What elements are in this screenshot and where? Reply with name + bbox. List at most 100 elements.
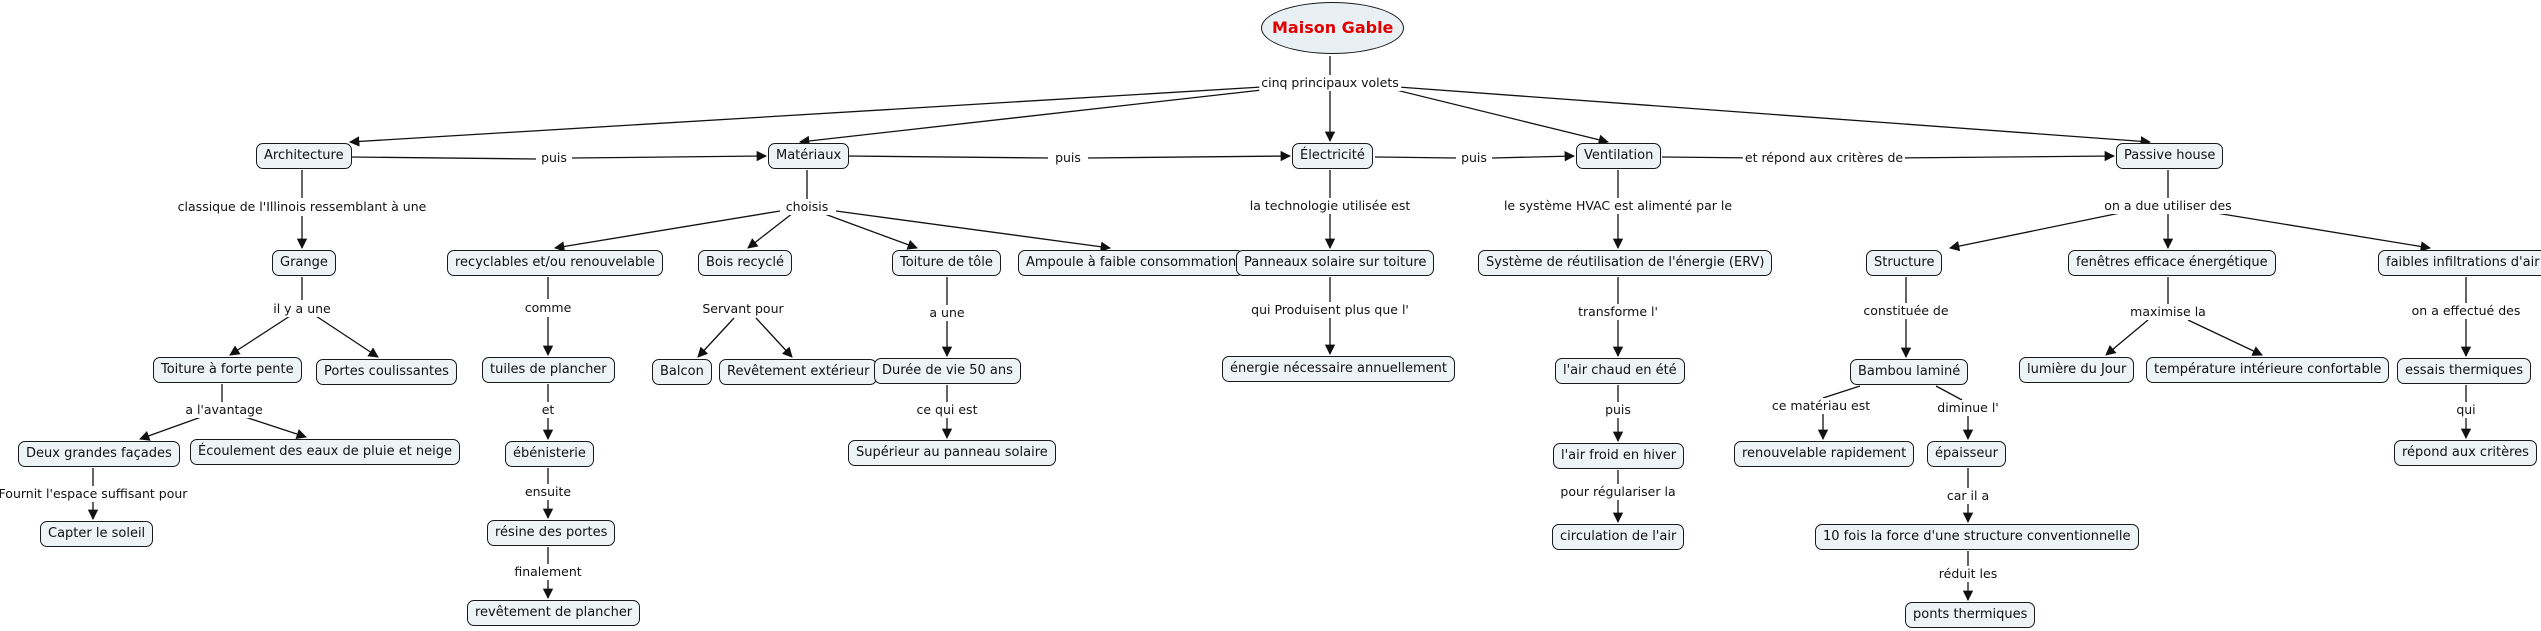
node-structure[interactable]: Structure bbox=[1866, 250, 1943, 276]
link-label-constituee: constituée de bbox=[1861, 303, 1951, 319]
link-label-materiau: ce matériau est bbox=[1769, 398, 1873, 414]
connector-arrow bbox=[139, 415, 205, 441]
connector-arrow bbox=[1887, 150, 2116, 162]
link-label-reduit: réduit les bbox=[1936, 566, 2000, 582]
link-label-cinq-volets: cinq principaux volets bbox=[1259, 75, 1401, 91]
node-ecoulement[interactable]: Écoulement des eaux de pluie et neige bbox=[190, 439, 461, 465]
link-label-finalement: finalement bbox=[512, 564, 584, 580]
connector-arrow bbox=[241, 415, 307, 440]
link-label-maximise: maximise la bbox=[2128, 304, 2208, 320]
link-label-criteres: et répond aux critères de bbox=[1742, 150, 1906, 166]
node-essais-thermiques[interactable]: essais thermiques bbox=[2397, 358, 2532, 384]
link-label-avantage: a l'avantage bbox=[183, 402, 265, 418]
link-label-choisis: choisis bbox=[783, 199, 831, 215]
connector-arrow bbox=[571, 150, 768, 162]
link-label-il-y-a: il y a une bbox=[271, 301, 333, 317]
link-label-a-du: on a due utiliser des bbox=[2102, 198, 2234, 214]
node-capter-soleil[interactable]: Capter le soleil bbox=[40, 521, 154, 547]
node-epaisseur[interactable]: épaisseur bbox=[1927, 441, 2006, 467]
node-ventilation[interactable]: Ventilation bbox=[1576, 143, 1662, 169]
link-label-puis: puis bbox=[1053, 150, 1083, 166]
node-revetement-plancher[interactable]: revêtement de plancher bbox=[467, 600, 641, 626]
connector-arrow bbox=[1397, 86, 2152, 147]
connector-arrow bbox=[747, 212, 794, 249]
node-air-froid[interactable]: l'air froid en hiver bbox=[1553, 443, 1685, 469]
link-label-puis: puis bbox=[539, 150, 569, 166]
node-panneaux-solaire[interactable]: Panneaux solaire sur toiture bbox=[1236, 250, 1435, 276]
link-label-car-il-a: car il a bbox=[1944, 488, 1992, 504]
link-label-ce-qui-est: ce qui est bbox=[914, 402, 980, 418]
connector-arrow bbox=[755, 317, 793, 358]
node-toiture-pente[interactable]: Toiture à forte pente bbox=[153, 357, 302, 383]
node-infiltrations[interactable]: faibles infiltrations d'air bbox=[2378, 250, 2541, 276]
node-superieur-panneau[interactable]: Supérieur au panneau solaire bbox=[848, 440, 1056, 466]
node-lumiere-jour[interactable]: lumière du Jour bbox=[2019, 357, 2135, 383]
link-label-puis: puis bbox=[1603, 402, 1633, 418]
connector-arrow bbox=[229, 315, 291, 356]
node-ebenisterie[interactable]: ébénisterie bbox=[505, 441, 594, 467]
connector-arrow bbox=[315, 315, 379, 358]
connector-line bbox=[846, 155, 1049, 159]
node-grange[interactable]: Grange bbox=[272, 250, 336, 276]
link-label-techno: la technologie utilisée est bbox=[1247, 198, 1413, 214]
connector-arrow bbox=[2105, 319, 2149, 356]
connector-line bbox=[1822, 385, 1861, 399]
connector-arrow bbox=[821, 212, 918, 250]
node-passive-house[interactable]: Passive house bbox=[2116, 143, 2224, 169]
connector-arrow bbox=[1491, 151, 1576, 162]
node-recyclables[interactable]: recyclables et/ou renouvelable bbox=[447, 250, 663, 276]
node-bambou-lamine[interactable]: Bambou laminé bbox=[1850, 359, 1969, 385]
connector-arrow bbox=[697, 317, 735, 358]
node-dix-fois-force[interactable]: 10 fois la force d'une structure convent… bbox=[1815, 524, 2139, 550]
node-resine-portes[interactable]: résine des portes bbox=[487, 520, 616, 546]
node-toiture-tole[interactable]: Toiture de tôle bbox=[892, 250, 1001, 276]
link-label-diminue: diminue l' bbox=[1935, 400, 2001, 416]
connector-arrow bbox=[2215, 212, 2432, 252]
node-renouvelable[interactable]: renouvelable rapidement bbox=[1734, 441, 1915, 467]
node-ponts-thermiques[interactable]: ponts thermiques bbox=[1905, 602, 2036, 628]
node-balcon[interactable]: Balcon bbox=[652, 359, 712, 385]
node-energie-annuelle[interactable]: énergie nécessaire annuellement bbox=[1222, 356, 1455, 382]
node-materiaux[interactable]: Matériaux bbox=[768, 143, 850, 169]
connector-line bbox=[1374, 156, 1457, 159]
connector-line bbox=[349, 156, 537, 160]
node-portes-coulissantes[interactable]: Portes coulissantes bbox=[316, 359, 457, 385]
node-temperature[interactable]: température intérieure confortable bbox=[2146, 357, 2390, 383]
link-label-fournit: Fournit l'espace suffisant pour bbox=[0, 486, 190, 502]
link-label-servant: Servant pour bbox=[700, 301, 786, 317]
link-label-classique: classique de l'Illinois ressemblant à un… bbox=[175, 199, 429, 215]
link-label-qui: qui bbox=[2454, 402, 2478, 418]
connector-arrow bbox=[1087, 150, 1292, 162]
connector-arrow bbox=[835, 210, 1112, 252]
root-node[interactable]: Maison Gable bbox=[1261, 2, 1405, 54]
link-label-transforme: transforme l' bbox=[1576, 304, 1660, 320]
link-label-et: et bbox=[539, 402, 557, 418]
node-tuiles-plancher[interactable]: tuiles de plancher bbox=[482, 357, 615, 383]
connector-arrow bbox=[1948, 212, 2121, 252]
node-revetement-exterieur[interactable]: Revêtement extérieur bbox=[719, 359, 878, 385]
link-label-comme: comme bbox=[522, 300, 574, 316]
link-label-regulariser: pour régulariser la bbox=[1558, 484, 1678, 500]
node-circulation-air[interactable]: circulation de l'air bbox=[1552, 524, 1685, 550]
link-label-ensuite: ensuite bbox=[522, 484, 574, 500]
connector-arrow bbox=[798, 89, 1263, 147]
node-repond-criteres[interactable]: répond aux critères bbox=[2394, 440, 2537, 466]
node-duree-vie[interactable]: Durée de vie 50 ans bbox=[874, 358, 1021, 384]
link-label-a-une: a une bbox=[927, 305, 967, 321]
link-label-effectue: on a effectué des bbox=[2409, 303, 2523, 319]
connector-arrow bbox=[2187, 319, 2263, 356]
link-label-produisent: qui Produisent plus que l' bbox=[1249, 302, 1411, 318]
node-ampoule[interactable]: Ampoule à faible consommation bbox=[1018, 250, 1245, 276]
node-air-chaud[interactable]: l'air chaud en été bbox=[1555, 358, 1685, 384]
node-deux-facades[interactable]: Deux grandes façades bbox=[18, 441, 180, 467]
connector-arrow bbox=[1395, 89, 1610, 145]
node-architecture[interactable]: Architecture bbox=[256, 143, 352, 169]
link-label-hvac: le système HVAC est alimenté par le bbox=[1501, 198, 1735, 214]
connector-arrow bbox=[348, 86, 1263, 147]
node-bois-recycle[interactable]: Bois recyclé bbox=[698, 250, 793, 276]
node-fenetres[interactable]: fenêtres efficace énergétique bbox=[2068, 250, 2276, 276]
node-erv[interactable]: Système de réutilisation de l'énergie (E… bbox=[1478, 250, 1773, 276]
node-electricite[interactable]: Électricité bbox=[1292, 143, 1373, 169]
